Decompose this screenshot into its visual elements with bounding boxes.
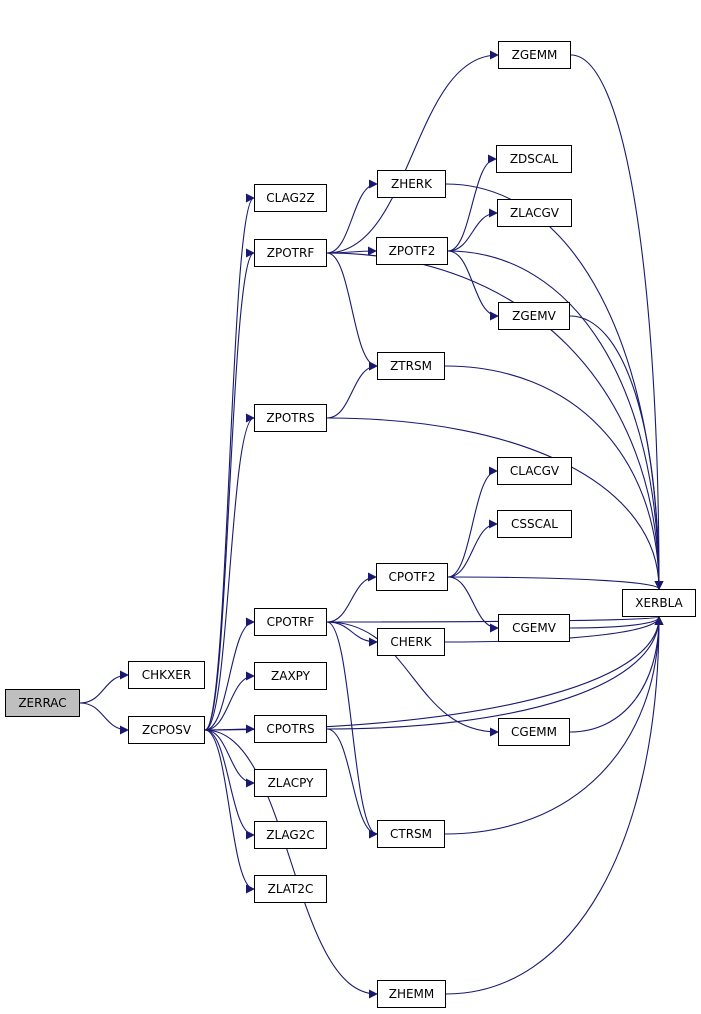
edge-zcposv-to-zaxpy	[204, 671, 255, 731]
edge-zhemm-to-xerbla	[445, 616, 664, 995]
edge-zcposv-to-zhemm	[204, 729, 378, 999]
node-zerrac: ZERRAC	[5, 689, 80, 717]
node-chkxer[interactable]: CHKXER	[128, 661, 205, 689]
node-cgemv[interactable]: CGEMV	[498, 614, 570, 642]
edge-cpotf2-to-xerbla	[447, 576, 664, 590]
edge-zgemv-to-xerbla	[569, 315, 664, 590]
edge-cpotrf-to-ctrsm	[326, 621, 378, 839]
edge-zpotf2-to-zdscal	[447, 154, 497, 252]
edge-zerrac-to-chkxer	[79, 670, 129, 704]
node-zlacgv[interactable]: ZLACGV	[497, 199, 572, 227]
edge-ctrsm-to-xerbla	[444, 616, 664, 835]
node-zcposv[interactable]: ZCPOSV	[128, 716, 205, 744]
node-zpotrf[interactable]: ZPOTRF	[254, 239, 327, 267]
node-clag2z[interactable]: CLAG2Z	[254, 184, 327, 212]
node-zlacpy[interactable]: ZLACPY	[254, 769, 327, 797]
edge-zpotf2-to-xerbla	[447, 250, 664, 590]
edge-cpotrf-to-cpotf2	[326, 572, 377, 623]
node-csscal[interactable]: CSSCAL	[497, 510, 572, 538]
node-cpotrf[interactable]: CPOTRF	[254, 608, 327, 636]
edge-zcposv-to-zpotrs	[204, 413, 255, 731]
edge-zcposv-to-zlacpy	[204, 729, 255, 788]
edge-cpotrf-to-xerbla	[326, 616, 664, 626]
node-zlat2c[interactable]: ZLAT2C	[254, 875, 327, 903]
node-cpotrs[interactable]: CPOTRS	[254, 715, 327, 743]
edge-zcposv-to-zlag2c	[204, 729, 255, 840]
edge-cpotrf-to-cherk	[326, 621, 378, 647]
edge-cpotf2-to-clacgv	[447, 466, 498, 578]
edge-zpotf2-to-zgemv	[447, 250, 499, 321]
node-cgemm[interactable]: CGEMM	[498, 718, 570, 746]
node-zpotrs[interactable]: ZPOTRS	[254, 404, 327, 432]
node-clacgv[interactable]: CLACGV	[497, 457, 572, 485]
edge-zpotrf-to-ztrsm	[326, 252, 378, 371]
edge-zcposv-to-zpotrf	[204, 248, 255, 731]
edge-cpotrs-to-xerbla	[326, 616, 664, 730]
edge-zcposv-to-zlat2c	[204, 729, 255, 894]
edge-cpotrf-to-cgemm	[326, 621, 499, 737]
node-cherk[interactable]: CHERK	[377, 628, 445, 656]
edge-zpotrf-to-xerbla	[326, 252, 664, 590]
edge-zcposv-to-cpotrf	[204, 617, 255, 731]
node-cpotf2[interactable]: CPOTF2	[376, 563, 448, 591]
node-zlag2c[interactable]: ZLAG2C	[254, 821, 327, 849]
edge-zcposv-to-clag2z	[204, 193, 255, 731]
edge-zerrac-to-zcposv	[79, 702, 129, 735]
node-zpotf2[interactable]: ZPOTF2	[376, 237, 448, 265]
edge-cgemm-to-xerbla	[569, 616, 664, 733]
node-ztrsm[interactable]: ZTRSM	[377, 352, 445, 380]
edge-cpotrs-to-ctrsm	[326, 728, 378, 839]
edge-zpotrs-to-ztrsm	[326, 361, 378, 419]
edge-ztrsm-to-xerbla	[444, 365, 664, 590]
node-ctrsm[interactable]: CTRSM	[377, 820, 445, 848]
edge-zgemm-to-xerbla	[570, 54, 664, 590]
node-zdscal[interactable]: ZDSCAL	[496, 145, 572, 173]
node-xerbla[interactable]: XERBLA	[622, 589, 696, 617]
edge-zpotrf-to-zherk	[326, 179, 378, 254]
node-zaxpy[interactable]: ZAXPY	[254, 662, 327, 690]
node-zgemm[interactable]: ZGEMM	[498, 41, 571, 69]
edge-zpotrf-to-zgemm	[326, 50, 499, 254]
node-zherk[interactable]: ZHERK	[377, 170, 446, 198]
node-zhemm[interactable]: ZHEMM	[377, 980, 446, 1008]
edge-cpotf2-to-csscal	[447, 519, 498, 578]
edge-zpotf2-to-zlacgv	[447, 208, 498, 252]
edge-layer	[79, 50, 664, 999]
node-zgemv[interactable]: ZGEMV	[498, 302, 570, 330]
edge-cpotf2-to-cgemv	[447, 576, 499, 633]
